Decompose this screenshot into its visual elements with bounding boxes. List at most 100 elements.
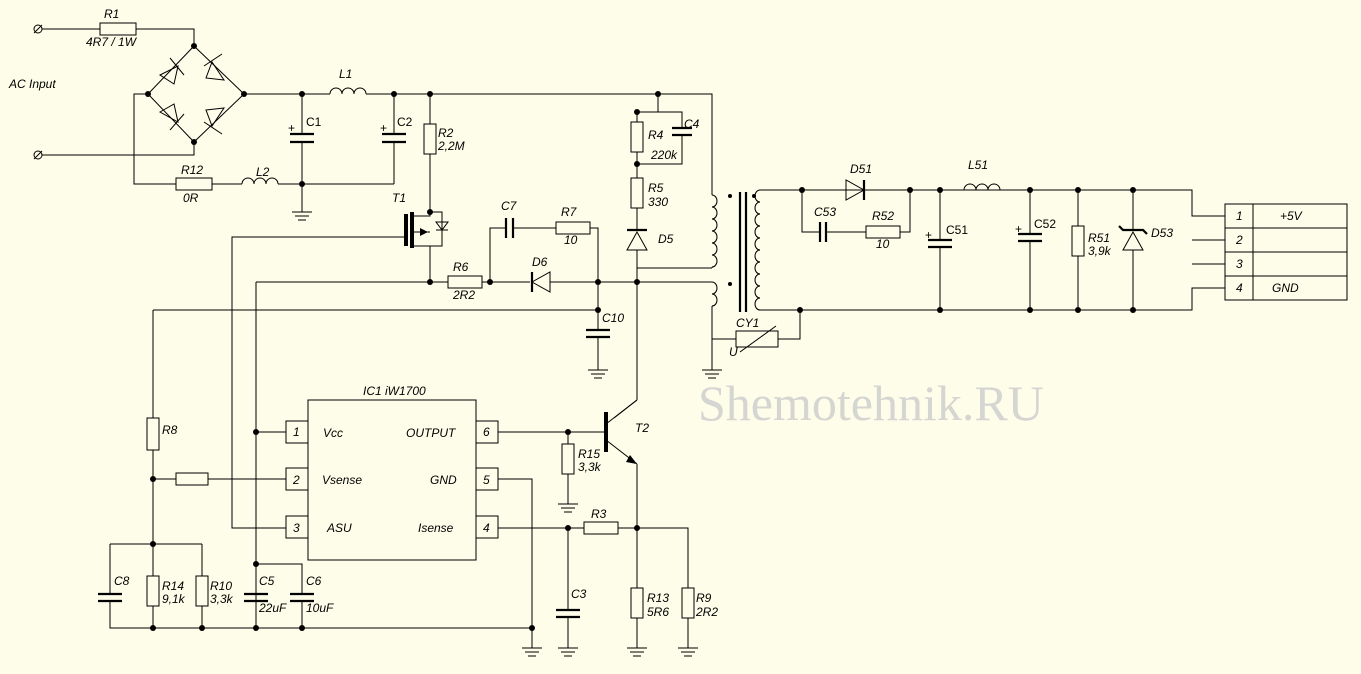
svg-text:10uF: 10uF <box>306 601 334 615</box>
svg-text:22uF: 22uF <box>258 601 287 615</box>
r1-label: R1 <box>104 7 119 21</box>
svg-text:U: U <box>729 345 738 359</box>
svg-text:T2: T2 <box>635 421 649 435</box>
svg-text:+: + <box>925 228 932 242</box>
resistor-r3 <box>583 521 619 535</box>
svg-text:2R2: 2R2 <box>452 288 475 302</box>
svg-text:R5: R5 <box>648 181 664 195</box>
svg-text:R14: R14 <box>162 579 184 593</box>
bridge-diode-1 <box>158 57 185 85</box>
svg-text:CY1: CY1 <box>736 316 759 330</box>
svg-text:C6: C6 <box>306 574 322 588</box>
svg-text:R10: R10 <box>210 579 232 593</box>
ground-symbol <box>292 211 312 221</box>
svg-text:3,3k: 3,3k <box>210 592 234 606</box>
svg-text:+: + <box>380 121 387 135</box>
svg-text:1: 1 <box>293 425 300 439</box>
svg-text:D5: D5 <box>658 232 674 246</box>
watermark: Shemotehnik.RU <box>698 375 1044 431</box>
ground-symbol <box>522 647 698 657</box>
svg-text:220k: 220k <box>650 148 678 162</box>
svg-text:L51: L51 <box>968 158 988 172</box>
svg-text:330: 330 <box>648 195 668 209</box>
svg-text:R13: R13 <box>647 591 669 605</box>
ac-input-section: AC Input R1 4R7 / 1W <box>8 7 247 185</box>
resistor-r10 <box>195 575 209 607</box>
svg-text:R51: R51 <box>1088 231 1110 245</box>
svg-text:T1: T1 <box>392 191 406 205</box>
resistor-r9 <box>681 587 695 619</box>
resistor-r14 <box>146 575 160 607</box>
diode-d6 <box>530 271 551 293</box>
start-and-switch: R2 2,2M T1 <box>231 94 465 529</box>
inductor-l2 <box>241 177 279 185</box>
svg-text:3,3k: 3,3k <box>578 460 602 474</box>
resistor-r6 <box>447 275 483 289</box>
svg-text:R12: R12 <box>181 163 203 177</box>
svg-text:L2: L2 <box>256 165 270 179</box>
svg-text:C3: C3 <box>571 587 587 601</box>
bridge-diode-2 <box>203 53 226 81</box>
resistor-r8 <box>146 417 160 451</box>
svg-text:10: 10 <box>564 233 578 247</box>
svg-text:R2: R2 <box>438 126 454 140</box>
svg-text:Isense: Isense <box>418 521 454 535</box>
input-filter: L1 + C1 + C2 R12 0R L2 <box>175 67 713 221</box>
svg-text:C10: C10 <box>602 311 624 325</box>
svg-text:9,1k: 9,1k <box>162 592 186 606</box>
svg-text:10: 10 <box>876 237 890 251</box>
svg-text:C51: C51 <box>946 223 968 237</box>
svg-text:R52: R52 <box>872 209 894 223</box>
svg-text:2,2M: 2,2M <box>437 139 465 153</box>
svg-text:D51: D51 <box>850 162 872 176</box>
svg-text:R6: R6 <box>453 260 469 274</box>
svg-text:C53: C53 <box>814 205 836 219</box>
svg-text:3,9k: 3,9k <box>1088 244 1112 258</box>
y-capacitor-cy1: CY1 U <box>712 307 803 359</box>
svg-text:6: 6 <box>483 425 490 439</box>
output-rectifier: D51 C53 R52 10 + C51 L51 + C52 R51 3,9k <box>799 158 1225 313</box>
svg-text:C7: C7 <box>501 199 518 213</box>
driver-t2: T2 R15 3,3k R3 C3 R13 5R6 R9 2R2 <box>498 399 718 657</box>
resistor-r51 <box>1071 225 1085 257</box>
inductor-l51 <box>963 183 1001 191</box>
connector-pin: 3 <box>1236 257 1243 271</box>
svg-text:D53: D53 <box>1151 226 1173 240</box>
ic1-title: IC1 iW1700 <box>363 384 426 398</box>
svg-text:5R6: 5R6 <box>647 605 669 619</box>
svg-text:OUTPUT: OUTPUT <box>406 426 457 440</box>
resistor-r15 <box>561 443 575 475</box>
resistor-r1 <box>99 22 137 36</box>
resistor-r4 <box>630 121 644 153</box>
svg-text:R8: R8 <box>162 423 178 437</box>
svg-text:GND: GND <box>430 473 457 487</box>
connector-pin: 4 <box>1236 281 1243 295</box>
output-connector: 1 +5V 2 3 4 GND <box>1224 203 1348 301</box>
svg-text:L1: L1 <box>339 67 352 81</box>
connector-name: GND <box>1272 281 1299 295</box>
svg-text:C4: C4 <box>684 117 700 131</box>
svg-text:+: + <box>1015 222 1022 236</box>
svg-text:R15: R15 <box>578 447 600 461</box>
svg-text:C5: C5 <box>259 574 275 588</box>
svg-text:4: 4 <box>483 521 490 535</box>
r1-value: 4R7 / 1W <box>86 35 138 49</box>
resistor-r12 <box>175 177 213 191</box>
resistor-r13 <box>630 587 644 619</box>
svg-text:C8: C8 <box>114 574 130 588</box>
connector-pin: 2 <box>1235 233 1243 247</box>
clamp-network: R4 220k C4 R5 330 D5 <box>613 91 712 419</box>
snubber-and-aux: R6 2R2 C7 R7 10 D6 C10 <box>153 199 712 379</box>
svg-text:+: + <box>288 121 295 135</box>
svg-text:C1: C1 <box>306 115 322 129</box>
svg-text:ASU: ASU <box>326 521 352 535</box>
ic1-controller: IC1 iW1700 1 Vcc 2 Vsense 3 ASU 6 OUTPUT… <box>208 282 535 648</box>
bridge-diode-4 <box>203 107 226 135</box>
transformer <box>702 189 1225 379</box>
ac-input-label: AC Input <box>8 77 56 91</box>
feedback-divider: R8 C8 R14 9,1k R10 3,3k C5 22uF C6 <box>98 310 532 631</box>
svg-text:R7: R7 <box>561 205 578 219</box>
svg-text:D6: D6 <box>532 255 548 269</box>
svg-text:R9: R9 <box>696 591 712 605</box>
